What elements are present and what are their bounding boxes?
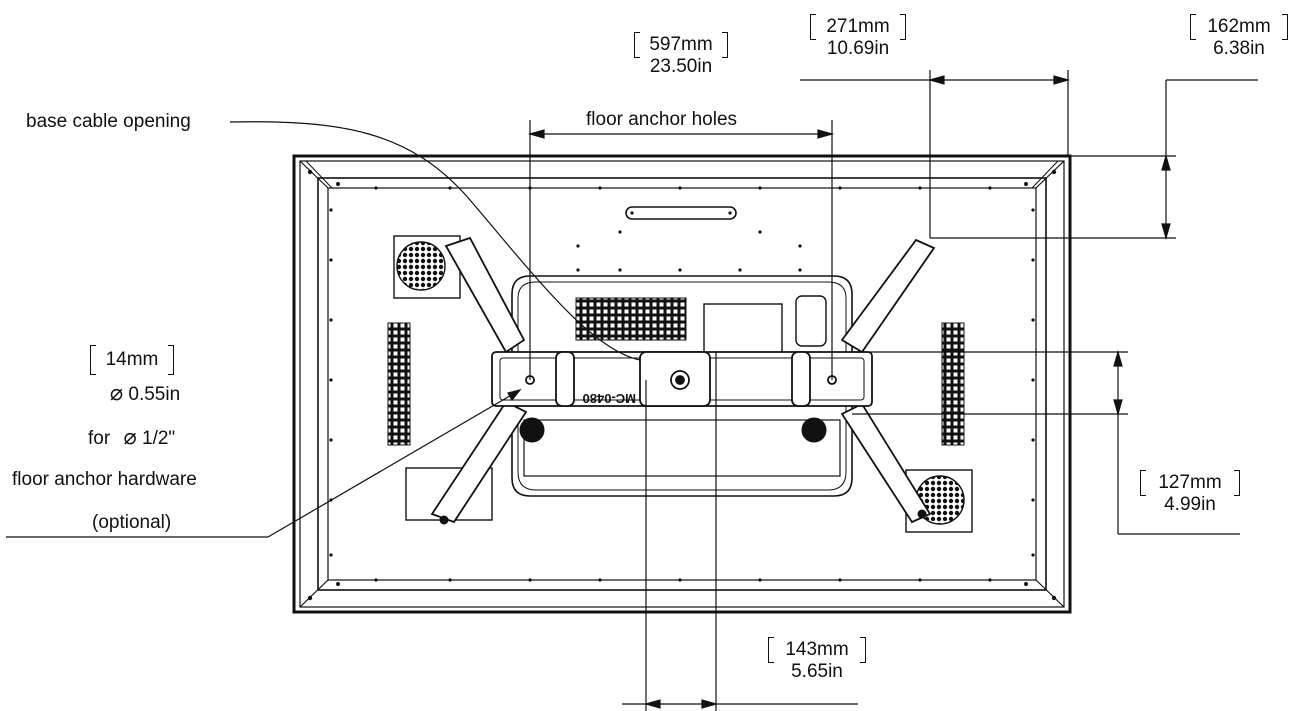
label-base-cable-opening: base cable opening	[26, 111, 191, 132]
dim-143-in: 5.65in	[791, 661, 843, 682]
dim-162-label: 162mm 6.38in	[1186, 14, 1292, 60]
dim-271-label: 271mm 10.69in	[806, 14, 910, 60]
perimeter-screws	[307, 169, 1057, 601]
diameter-icon-2: ⌀	[123, 425, 137, 450]
for-size: 1/2"	[142, 428, 176, 449]
dim-143-bracket	[768, 637, 866, 663]
center-chassis	[405, 275, 853, 521]
label-floor-anchor-hardware: floor anchor hardware	[12, 469, 197, 490]
dim-271-mm: 271mm	[826, 16, 890, 37]
panel-frame	[292, 154, 1072, 614]
for-line: for ⌀ 1/2"	[88, 427, 175, 450]
dim-143-mm: 143mm	[785, 639, 849, 660]
dim-271-bracket	[810, 14, 906, 40]
diameter-icon: ⌀	[109, 381, 124, 406]
dim-597-bracket	[634, 32, 728, 58]
dim-597-mm: 597mm	[649, 34, 713, 55]
leader-anchor	[6, 388, 522, 538]
handle-slot	[625, 206, 737, 220]
for-prefix: for	[88, 428, 111, 449]
dim-162-mm: 162mm	[1207, 16, 1271, 37]
dim-143	[622, 352, 858, 711]
foot-pads	[439, 417, 927, 525]
vent-left	[387, 322, 411, 446]
label-floor-anchor-holes: floor anchor holes	[586, 109, 738, 130]
dim-127-in: 4.99in	[1164, 494, 1216, 515]
label-optional: (optional)	[92, 512, 172, 533]
vent-right	[941, 322, 965, 446]
dim-14-mm: 14mm	[105, 349, 159, 370]
dim-127-label: 127mm 4.99in	[1136, 470, 1244, 516]
dim-597	[527, 120, 835, 380]
part-marking: MC-0480	[583, 391, 636, 406]
dim-162-bracket	[1190, 14, 1288, 40]
cross-bracket	[430, 236, 936, 524]
leader-base-cable	[229, 121, 641, 361]
dim-162	[930, 79, 1258, 241]
dim-127-mm: 127mm	[1158, 472, 1222, 493]
dim-597-label: 597mm 23.50in	[626, 32, 736, 78]
dim-14-label: 14mm ⌀ 0.55in	[70, 345, 230, 406]
dim-162-in: 6.38in	[1213, 38, 1265, 59]
dim-271-in: 10.69in	[826, 38, 890, 59]
dim-271	[800, 70, 1071, 238]
dim-14-in: 0.55in	[128, 384, 181, 405]
dim-143-label: 143mm 5.65in	[766, 637, 868, 683]
vent-center	[575, 297, 687, 341]
dim-597-in: 23.50in	[649, 56, 713, 77]
dim-14-bracket	[90, 345, 174, 375]
dim-127	[852, 349, 1240, 535]
dim-127-bracket	[1140, 470, 1240, 496]
